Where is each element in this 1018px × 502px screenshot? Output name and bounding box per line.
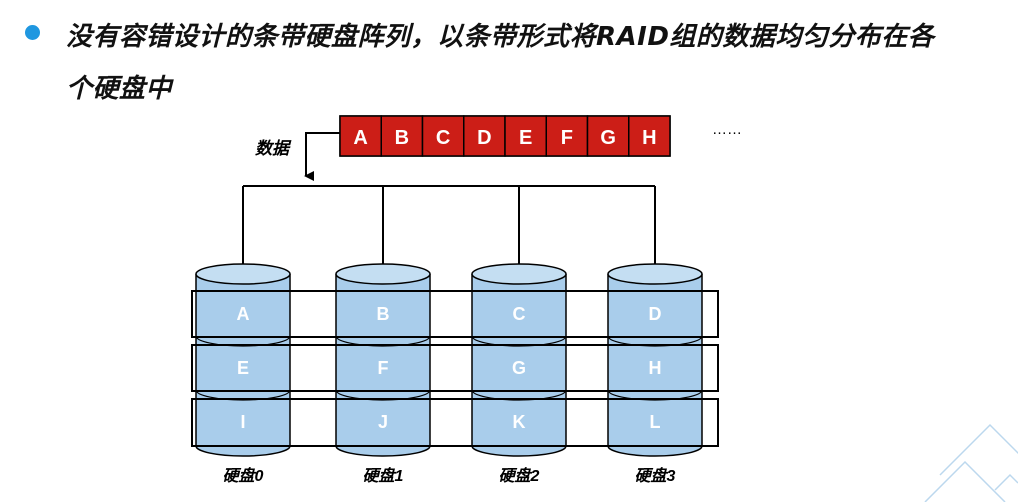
data-block bbox=[545, 115, 589, 157]
disk-body bbox=[471, 274, 567, 457]
data-block bbox=[504, 115, 547, 157]
data-block-label: G bbox=[600, 127, 616, 149]
disk-caption: 硬盘3 bbox=[635, 467, 676, 485]
stripe-row-2 bbox=[191, 398, 719, 447]
stripe-row-0 bbox=[191, 290, 719, 338]
data-block bbox=[586, 115, 630, 157]
disk-body bbox=[195, 274, 291, 457]
stripe-outlines bbox=[191, 290, 719, 447]
disk-top bbox=[195, 263, 291, 285]
disk-top bbox=[335, 263, 431, 285]
data-block bbox=[628, 115, 671, 157]
bullet-dot bbox=[25, 25, 40, 40]
disk-block-label: J bbox=[378, 412, 388, 432]
disk-2: C G K bbox=[471, 263, 567, 457]
data-block bbox=[339, 115, 382, 157]
disk-block-label: H bbox=[649, 358, 662, 378]
disk-block-label: I bbox=[240, 412, 245, 432]
data-block-label: D bbox=[477, 127, 491, 149]
data-block-strip: A B C D E F G H bbox=[339, 115, 671, 157]
disk-block-label: B bbox=[377, 304, 390, 324]
data-block-label: E bbox=[519, 127, 532, 149]
disk-block-label: L bbox=[650, 412, 661, 432]
disk-block-label: A bbox=[237, 304, 250, 324]
disk-block-label: D bbox=[649, 304, 662, 324]
ellipsis: …… bbox=[712, 121, 742, 138]
data-block-label: A bbox=[353, 127, 367, 149]
data-block-label: F bbox=[561, 127, 573, 149]
disk-block-label: C bbox=[513, 304, 526, 324]
disk-3: D H L bbox=[607, 263, 703, 457]
data-block-label: B bbox=[395, 127, 409, 149]
data-block-label: H bbox=[642, 127, 656, 149]
disk-block-label: G bbox=[512, 358, 526, 378]
disk-1: B F J bbox=[335, 263, 431, 457]
bullet-text-line-1: 没有容错设计的条带硬盘阵列，以条带形式将RAID组的数据均匀分布在各 bbox=[66, 22, 935, 52]
data-block bbox=[463, 115, 506, 157]
disk-top bbox=[607, 263, 703, 285]
stripe-row-1 bbox=[191, 344, 719, 392]
corner-decoration bbox=[924, 423, 1018, 502]
disk-array: A E I B F J C G K D H L bbox=[195, 263, 703, 457]
disk-caption: 硬盘0 bbox=[223, 467, 264, 485]
distribution-lines bbox=[241, 185, 663, 277]
disk-0: A E I bbox=[195, 263, 291, 457]
disk-body bbox=[607, 274, 703, 457]
disk-top bbox=[471, 263, 567, 285]
disk-block-label: F bbox=[378, 358, 389, 378]
data-block bbox=[421, 115, 465, 157]
data-block-label: C bbox=[436, 127, 450, 149]
disk-block-label: K bbox=[513, 412, 526, 432]
disk-block-label: E bbox=[237, 358, 249, 378]
data-block bbox=[380, 115, 424, 157]
disk-captions: 硬盘0 硬盘1 硬盘2 硬盘3 bbox=[223, 467, 676, 485]
data-feed-line bbox=[304, 132, 341, 181]
disk-caption: 硬盘1 bbox=[363, 467, 404, 485]
disk-body bbox=[335, 274, 431, 457]
bullet-text-line-2: 个硬盘中 bbox=[66, 74, 173, 104]
disk-caption: 硬盘2 bbox=[499, 467, 540, 485]
data-label: 数据 bbox=[255, 139, 292, 158]
